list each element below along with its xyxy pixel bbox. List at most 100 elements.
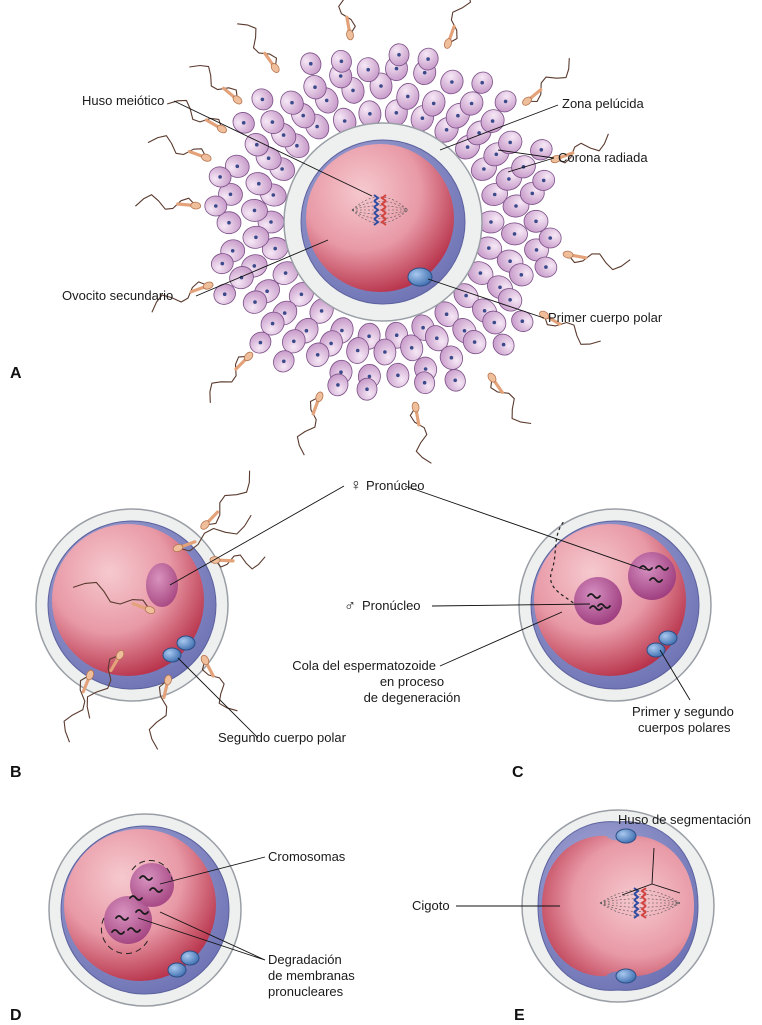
label-degradation-1: Degradación bbox=[268, 952, 342, 967]
corona-cell-nucleus bbox=[351, 89, 355, 93]
corona-cell-nucleus bbox=[456, 114, 460, 118]
label-degradation-2: de membranas bbox=[268, 968, 355, 983]
corona-cell-nucleus bbox=[336, 383, 340, 387]
corona-cell-nucleus bbox=[397, 53, 401, 57]
corona-cell-nucleus bbox=[343, 119, 347, 123]
corona-cell-nucleus bbox=[508, 259, 512, 263]
corona-cell-nucleus bbox=[282, 360, 286, 364]
corona-cell-nucleus bbox=[395, 333, 399, 337]
corona-cell-nucleus bbox=[356, 349, 360, 353]
label-male-pronucleus: Pronúcleo bbox=[362, 598, 421, 613]
corona-cell-nucleus bbox=[540, 148, 544, 152]
corona-cell-nucleus bbox=[367, 334, 371, 338]
label-sperm-tail-1: Cola del espermatozoide bbox=[292, 658, 436, 673]
corona-cell-nucleus bbox=[508, 141, 512, 145]
corona-cell-nucleus bbox=[473, 340, 477, 344]
corona-cell-nucleus bbox=[254, 236, 258, 240]
label-sperm-tail-3: de degeneración bbox=[364, 690, 461, 705]
corona-cell-nucleus bbox=[218, 175, 222, 179]
corona-cell-nucleus bbox=[470, 102, 474, 106]
label-female-pronucleus: Pronúcleo bbox=[366, 478, 425, 493]
corona-cell-nucleus bbox=[265, 289, 269, 293]
corona-cell-nucleus bbox=[491, 119, 495, 123]
sperm-a-tail bbox=[135, 195, 195, 210]
corona-cell-nucleus bbox=[301, 114, 305, 118]
corona-cell-nucleus bbox=[315, 125, 319, 129]
corona-cell-nucleus bbox=[514, 204, 518, 208]
corona-cell-nucleus bbox=[487, 246, 491, 250]
corona-cell-nucleus bbox=[544, 265, 548, 269]
corona-cell-nucleus bbox=[495, 153, 499, 157]
corona-cell-nucleus bbox=[432, 102, 436, 106]
corona-cell-nucleus bbox=[426, 57, 430, 61]
corona-cell-nucleus bbox=[339, 74, 343, 78]
corona-cell-nucleus bbox=[508, 298, 512, 302]
sperm-b-tail bbox=[215, 555, 265, 569]
corona-cell-nucleus bbox=[231, 249, 235, 253]
corona-cell-nucleus bbox=[445, 128, 449, 132]
panel-c-pronuclei bbox=[519, 509, 711, 701]
female-pronucleus bbox=[628, 552, 676, 600]
corona-cell-nucleus bbox=[493, 193, 497, 197]
corona-cell-nucleus bbox=[261, 98, 265, 102]
corona-cell-nucleus bbox=[445, 312, 449, 316]
corona-cell-nucleus bbox=[423, 71, 427, 75]
polar-body-d2 bbox=[168, 963, 186, 977]
corona-cell-nucleus bbox=[309, 62, 313, 66]
corona-cell-nucleus bbox=[329, 342, 333, 346]
corona-cell-nucleus bbox=[368, 375, 372, 379]
corona-cell-nucleus bbox=[253, 300, 257, 304]
corona-cell-nucleus bbox=[534, 220, 538, 224]
corona-cell-nucleus bbox=[466, 145, 470, 149]
corona-cell-nucleus bbox=[280, 167, 284, 171]
corona-cell-nucleus bbox=[253, 209, 257, 213]
label-corona-radiata: Corona radiada bbox=[558, 150, 648, 165]
label-secondary-oocyte: Ovocito secundario bbox=[62, 288, 173, 303]
label-degradation-3: pronucleares bbox=[268, 984, 344, 999]
polar-body-e2 bbox=[616, 969, 636, 983]
corona-cell-nucleus bbox=[290, 101, 294, 105]
corona-cell-nucleus bbox=[365, 387, 369, 391]
corona-cell-nucleus bbox=[325, 99, 329, 103]
corona-cell-nucleus bbox=[395, 111, 399, 115]
corona-cell-nucleus bbox=[259, 341, 263, 345]
corona-cell-nucleus bbox=[267, 156, 271, 160]
panel-a-secondary-oocyte bbox=[135, 0, 630, 463]
polar-body-c2 bbox=[647, 643, 665, 657]
corona-cell-nucleus bbox=[316, 353, 320, 357]
corona-cell-nucleus bbox=[479, 271, 483, 275]
corona-cell-nucleus bbox=[282, 133, 286, 137]
corona-cell-nucleus bbox=[379, 84, 383, 88]
corona-cell-nucleus bbox=[313, 85, 317, 89]
corona-cell-nucleus bbox=[223, 292, 227, 296]
corona-cell-nucleus bbox=[421, 326, 425, 330]
polar-body-e1 bbox=[616, 829, 636, 843]
panel-b-sperm-penetration bbox=[36, 471, 265, 750]
corona-cell-nucleus bbox=[480, 81, 484, 85]
label-second-polar-body: Segundo cuerpo polar bbox=[218, 730, 347, 745]
label-cleavage-spindle: Huso de segmentación bbox=[618, 812, 751, 827]
panel-letter-d: D bbox=[10, 1007, 22, 1024]
corona-cell-nucleus bbox=[482, 167, 486, 171]
corona-cell-nucleus bbox=[450, 80, 454, 84]
corona-cell-nucleus bbox=[504, 100, 508, 104]
sperm-a-head bbox=[443, 38, 453, 50]
corona-cell-nucleus bbox=[395, 67, 399, 71]
corona-cell-nucleus bbox=[273, 247, 277, 251]
first-polar-body bbox=[408, 268, 432, 286]
second-polar-body bbox=[163, 648, 181, 662]
label-polar-bodies-2: cuerpos polares bbox=[638, 720, 731, 735]
sperm-a-head bbox=[563, 250, 574, 258]
corona-cell-nucleus bbox=[283, 311, 287, 315]
panel-letter-e: E bbox=[514, 1007, 525, 1024]
corona-cell-nucleus bbox=[542, 179, 546, 183]
corona-cell-nucleus bbox=[421, 116, 425, 120]
label-first-polar-body: Primer cuerpo polar bbox=[548, 310, 663, 325]
label-chromosomes: Cromosomas bbox=[268, 849, 346, 864]
corona-cell-nucleus bbox=[305, 329, 309, 333]
corona-cell-nucleus bbox=[450, 356, 454, 360]
zygote-cytoplasm-e bbox=[542, 836, 694, 976]
corona-cell-nucleus bbox=[271, 322, 275, 326]
